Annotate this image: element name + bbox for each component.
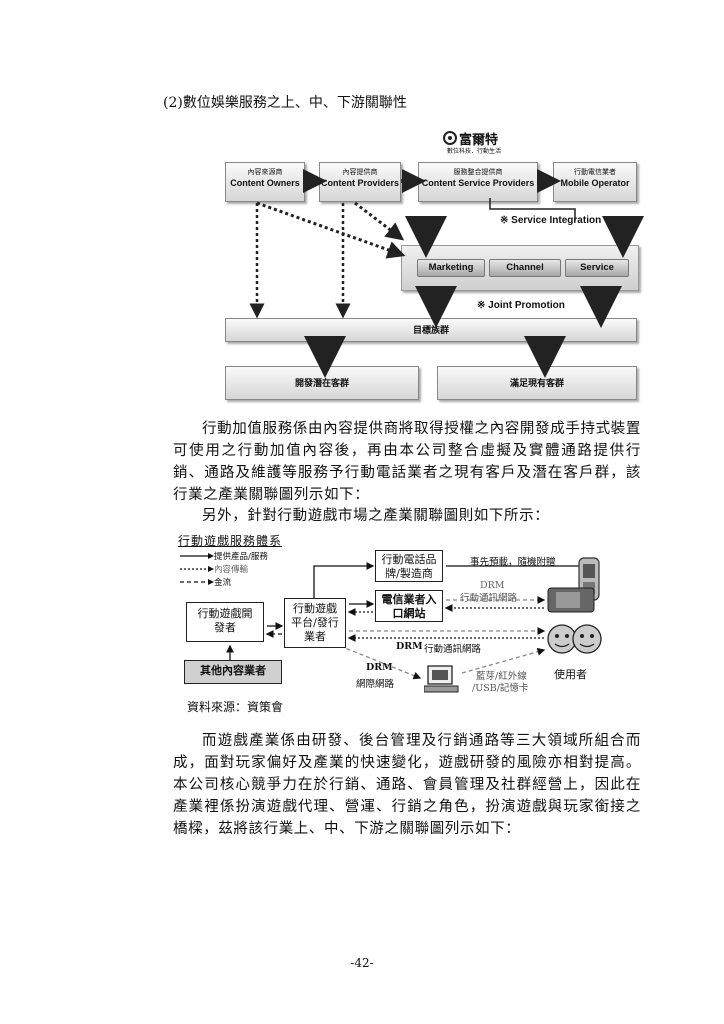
content-providers-en: Content Providers — [320, 178, 399, 188]
existing-customers-label: 滿足現有客群 — [509, 378, 564, 388]
content-owners-box: 內容來源商 Content Owners — [225, 162, 305, 202]
dotted-owner-diagonal — [256, 201, 406, 259]
paragraph-1: 行動加值服務係由內容提供商將取得授權之內容開發成手持式裝置可使用之行動加值內容後… — [173, 418, 641, 506]
logo-mark-icon — [443, 131, 457, 145]
paragraph-3-text: 而遊戲產業係由研發、後台管理及行銷通路等三大領域所組合而成，面對玩家偏好及產業的… — [173, 733, 641, 837]
logo-subtitle: 數位科技．行動生活 — [447, 148, 502, 155]
mobile-operator-en: Mobile Operator — [560, 178, 630, 188]
paragraph-1-text: 行動加值服務係由內容提供商將取得授權之內容開發成手持式裝置可使用之行動加值內容後… — [173, 421, 641, 503]
company-logo: 富爾特 數位科技．行動生活 — [443, 129, 513, 157]
bluetooth-label: 藍芽/紅外線 — [476, 671, 527, 682]
service-providers-zh: 服務整合提供商 — [453, 169, 503, 176]
users-icon — [547, 624, 602, 654]
legend-content-transmission: 內容傳輸 — [214, 565, 249, 575]
game-platform-label: 行動遊戲平台/發行業者 — [291, 602, 339, 643]
marketing-pill: Marketing — [417, 259, 485, 277]
arrow-platform-to-maker — [313, 562, 375, 602]
paragraph-2-text: 另外，針對行動遊戲市場之產業關聯圖則如下所示： — [202, 508, 550, 524]
figure-source: 資料來源：資策會 — [187, 700, 284, 714]
content-owners-zh: 內容來源商 — [247, 169, 283, 176]
mobile-operator-box: 行動電信業者 Mobile Operator — [553, 162, 637, 202]
content-owners-en: Content Owners — [230, 178, 300, 188]
page-number: -42- — [350, 956, 374, 970]
other-content-box: 其他內容業者 — [184, 660, 282, 684]
legend-lines — [180, 553, 214, 585]
logo-text: 富爾特 — [459, 133, 499, 148]
content-providers-zh: 內容提供商 — [342, 169, 378, 176]
computer-icon — [424, 665, 459, 693]
channel-pill: Channel — [489, 259, 561, 277]
target-group-label: 目標族群 — [412, 325, 449, 335]
drm-top-label: DRM — [480, 580, 505, 591]
figure2-title: 行動遊戲服務體系 — [178, 534, 283, 548]
phone-maker-box: 行動電話品牌/製造商 — [375, 550, 443, 582]
usb-label: /USB/記憶卡 — [472, 683, 529, 694]
legend-product-service: 提供產品/服務 — [214, 552, 268, 562]
potential-customers-label: 開發潛在客群 — [294, 378, 349, 388]
telecom-portal-box: 電信業者入口網站 — [375, 590, 443, 622]
game-platform-box: 行動遊戲平台/發行業者 — [284, 598, 346, 648]
mobile-net-mid-label: 行動通訊網路 — [424, 644, 482, 655]
dotted-provider-diagonal — [354, 201, 405, 241]
phone-maker-label: 行動電話品牌/製造商 — [381, 553, 437, 580]
arrow-pc-to-user — [461, 648, 546, 674]
content-providers-box: 內容提供商 Content Providers — [319, 162, 401, 202]
game-developer-label: 行動遊戲開發者 — [197, 607, 253, 634]
service-providers-box: 服務整合提供商 Content Service Providers — [418, 162, 538, 202]
game-developer-box: 行動遊戲開發者 — [186, 602, 264, 642]
value-chain-arrows — [249, 169, 644, 378]
handheld-device-icon — [547, 587, 595, 613]
service-integration-label: ※ Service Integration — [500, 215, 602, 226]
drm-bottom-label: DRM — [366, 662, 393, 673]
paragraph-2: 另外，針對行動遊戲市場之產業關聯圖則如下所示： — [173, 505, 641, 527]
arrow-platform-to-pc — [339, 645, 422, 680]
mobile-game-figure: 行動遊戲服務體系 提供產品/服務 內容傳輸 金流 — [170, 528, 610, 698]
user-label: 使用者 — [554, 668, 587, 681]
section-heading: (2)數位娛樂服務之上、中、下游關聯性 — [163, 95, 407, 111]
telecom-portal-label: 電信業者入口網站 — [381, 593, 437, 620]
other-content-label: 其他內容業者 — [200, 664, 266, 677]
preinstall-label: 事先預載，隨機附贈 — [470, 557, 556, 568]
mobile-net-top-label: 行動通訊網路 — [460, 593, 518, 604]
joint-promotion-label: ※ Joint Promotion — [477, 300, 565, 311]
legend-cash-flow: 金流 — [214, 578, 232, 588]
value-chain-figure: 富爾特 數位科技．行動生活 內容來源商 Content Owners 內容提供商… — [215, 125, 645, 405]
service-providers-en: Content Service Providers — [421, 178, 535, 188]
internet-label: 網際網路 — [356, 679, 395, 690]
csp-bracket — [489, 198, 576, 221]
drm-mid-label: DRM — [396, 641, 423, 652]
paragraph-3: 而遊戲產業係由研發、後台管理及行銷通路等三大領域所組合而成，面對玩家偏好及產業的… — [173, 730, 641, 840]
mobile-operator-zh: 行動電信業者 — [574, 169, 616, 176]
service-pill: Service — [565, 259, 629, 277]
